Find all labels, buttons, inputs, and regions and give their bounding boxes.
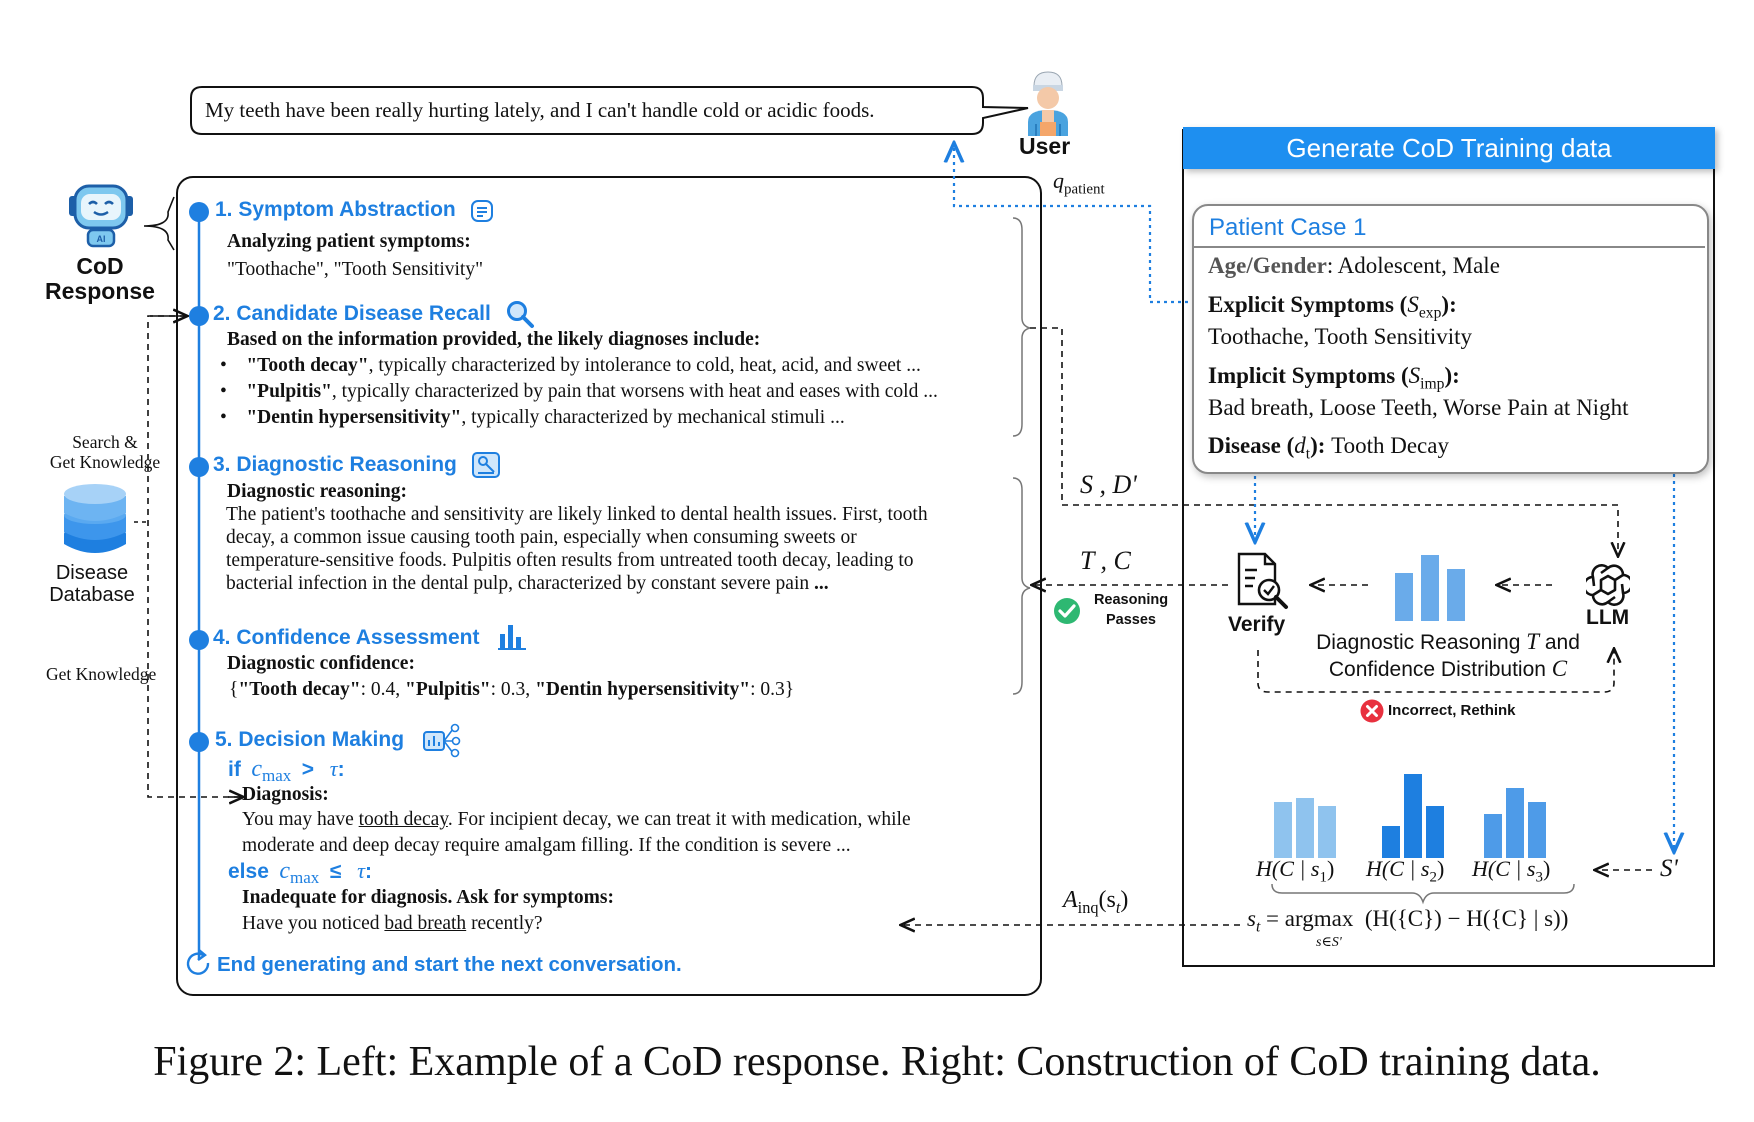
- step-2-bullets: • "Tooth decay", typically characterized…: [220, 353, 938, 431]
- knowledge-connector: [147, 315, 240, 798]
- timeline-dot-3: [189, 457, 209, 477]
- a-inq-label: Ainq(st): [1063, 887, 1129, 917]
- entropy-bars: [1274, 774, 1546, 858]
- brace-lower: [1012, 477, 1031, 695]
- diag-distribution-label: Diagnostic Reasoning T and Confidence Di…: [1316, 629, 1580, 681]
- step-4-title: 4. Confidence Assessment: [213, 626, 480, 649]
- verify-label: Verify: [1228, 613, 1286, 636]
- q-patient-label: qpatient: [1053, 168, 1105, 198]
- step-1-title: 1. Symptom Abstraction: [215, 198, 456, 221]
- step-1-heading: Analyzing patient symptoms:: [227, 231, 471, 252]
- entropy-label-1: H(C | s1): [1256, 856, 1335, 886]
- get-knowledge-label: Get Knowledge: [46, 664, 157, 684]
- confidence-bars-icon: [1395, 555, 1465, 621]
- patient-case-divider: [1194, 246, 1705, 248]
- step-3-body: The patient's toothache and sensitivity …: [226, 504, 928, 594]
- user-label: User: [1019, 133, 1071, 159]
- else-condition: else cmax ≤ τ:: [228, 858, 372, 888]
- llm-openai-icon: [1586, 564, 1630, 606]
- check-icon: [1054, 598, 1080, 624]
- implicit-symptoms-value: Bad breath, Loose Teeth, Worse Pain at N…: [1208, 395, 1629, 420]
- end-text: End generating and start the next conver…: [217, 953, 682, 976]
- svg-text:AI: AI: [97, 234, 106, 244]
- s-d-label: S , D': [1080, 470, 1137, 499]
- incorrect-rethink-label: Incorrect, Rethink: [1388, 702, 1516, 719]
- explicit-symptoms-label: Explicit Symptoms (Sexp):: [1208, 292, 1457, 322]
- timeline-dot-1: [189, 202, 209, 222]
- robot-icon: AI: [69, 184, 133, 248]
- verify-document-icon: [1237, 552, 1288, 609]
- step-5-title: 5. Decision Making: [215, 728, 405, 751]
- inadequate-body: Have you noticed bad breath recently?: [242, 913, 543, 934]
- speech-bubble: [190, 86, 1029, 135]
- step-2-heading: Based on the information provided, the l…: [227, 329, 761, 350]
- timeline-dot-2: [189, 306, 209, 326]
- step-3-title: 3. Diagnostic Reasoning: [213, 453, 457, 476]
- s-d-arrow: [1030, 327, 1618, 555]
- user-speech-text: My teeth have been really hurting lately…: [205, 98, 875, 122]
- right-panel-title: Generate CoD Training data: [1183, 127, 1715, 169]
- brace-upper: [1012, 217, 1031, 437]
- figure-caption: Figure 2: Left: Example of a CoD respons…: [153, 1039, 1601, 1085]
- list-item: • "Pulpitis", typically characterized by…: [220, 381, 938, 402]
- decision-icon: [423, 723, 461, 758]
- argmax-subscript: s∈S': [1316, 935, 1342, 950]
- list-item: • "Tooth decay", typically characterized…: [220, 355, 921, 376]
- timeline-dot-4: [189, 630, 209, 650]
- search-knowledge-label: Search &Get Knowledge: [49, 432, 161, 472]
- entropy-group-3: [1484, 788, 1546, 858]
- explicit-symptoms-value: Toothache, Tooth Sensitivity: [1208, 324, 1473, 349]
- if-condition: if cmax > τ:: [228, 756, 345, 786]
- search-icon: [507, 301, 534, 328]
- patient-case-title: Patient Case 1: [1209, 214, 1367, 241]
- entropy-group-1: [1274, 798, 1336, 858]
- diagnosis-heading: Diagnosis:: [242, 784, 329, 805]
- step-4-heading: Diagnostic confidence:: [227, 653, 415, 674]
- rethink-loop-arrow: [1257, 650, 1614, 693]
- list-item: • "Dentin hypersensitivity", typically c…: [220, 407, 845, 428]
- cross-icon: [1360, 699, 1384, 723]
- patient-case-card: [1192, 204, 1709, 474]
- step-3-heading: Diagnostic reasoning:: [227, 481, 408, 502]
- entropy-label-3: H(C | s3): [1472, 856, 1551, 886]
- bar-chart-icon: [498, 625, 526, 650]
- argmax-formula: st = argmax (H({C}) − H({C} | s)): [1247, 906, 1569, 936]
- age-gender-line: Age/Gender: Adolescent, Male: [1208, 253, 1500, 278]
- entropy-group-2: [1382, 774, 1444, 858]
- q-patient-arrow: [954, 145, 1209, 304]
- inadequate-heading: Inadequate for diagnosis. Ask for sympto…: [242, 887, 615, 908]
- t-c-label: T , C: [1080, 546, 1131, 575]
- entropy-brace: [1271, 883, 1575, 905]
- disease-line: Disease (dt): Tooth Decay: [1208, 433, 1449, 463]
- list-icon: [471, 200, 493, 222]
- reasoning-icon: [472, 452, 500, 478]
- llm-label: LLM: [1586, 606, 1630, 629]
- entropy-label-2: H(C | s2): [1366, 856, 1445, 886]
- database-icon: [64, 484, 126, 553]
- refresh-icon: [186, 949, 210, 975]
- step-4-confidence: {"Tooth decay": 0.4, "Pulpitis": 0.3, "D…: [229, 679, 795, 700]
- user-avatar-icon: [1028, 71, 1068, 136]
- step-2-title: 2. Candidate Disease Recall: [213, 302, 491, 325]
- implicit-symptoms-label: Implicit Symptoms (Simp):: [1208, 363, 1460, 393]
- diagnosis-body: You may have tooth decay. For incipient …: [242, 809, 911, 856]
- s-prime-label: S': [1660, 855, 1678, 882]
- timeline-dot-5: [189, 732, 209, 752]
- step-1-body: "Toothache", "Tooth Sensitivity": [227, 259, 484, 280]
